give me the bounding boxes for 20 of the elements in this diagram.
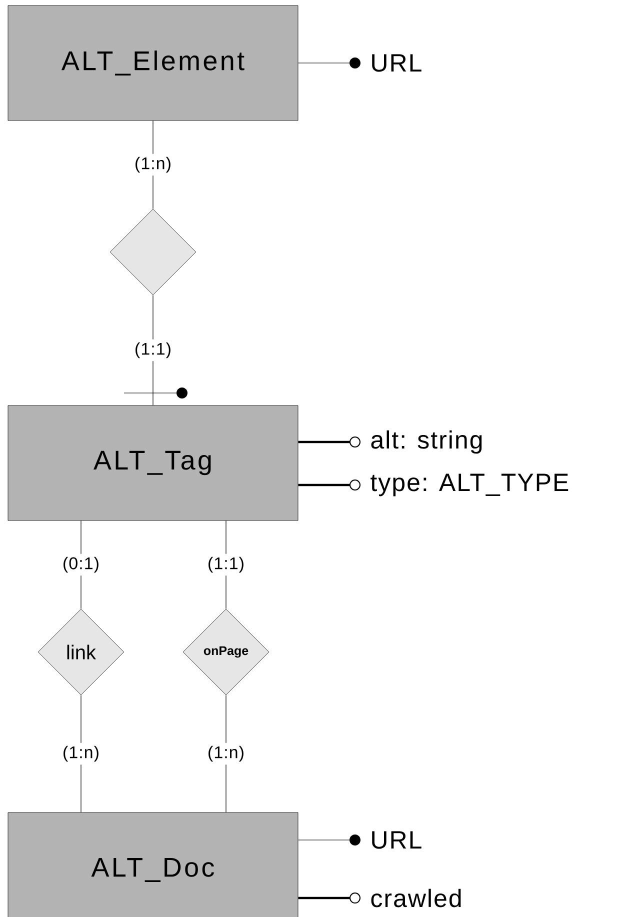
cardinality-label: (0:1) xyxy=(64,556,98,573)
cardinality-label: (1:n) xyxy=(208,746,244,762)
cardinality-label: (1:n) xyxy=(136,156,170,173)
attribute-label: alt: string xyxy=(371,430,482,454)
cardinality-label: (1:n) xyxy=(64,746,98,762)
entity-box: ALT_Element xyxy=(8,5,298,121)
entity-box: ALT_Tag xyxy=(8,405,298,521)
entity-box: ALT_Doc xyxy=(8,812,298,917)
attribute-label: type: ALT_TYPE xyxy=(370,474,568,496)
attribute-label: URL xyxy=(372,54,422,72)
attribute-label: URL xyxy=(372,831,422,849)
attribute-line xyxy=(298,436,360,448)
relationship-diamond xyxy=(110,208,196,296)
attribute-label: crawled xyxy=(371,888,461,908)
attribute-line xyxy=(298,892,360,904)
cardinality-label: (1:1) xyxy=(208,556,244,573)
attribute-line xyxy=(298,480,360,490)
cardinality-label: (1:1) xyxy=(136,342,170,358)
attribute-line xyxy=(298,834,360,846)
attribute-line xyxy=(298,58,360,68)
